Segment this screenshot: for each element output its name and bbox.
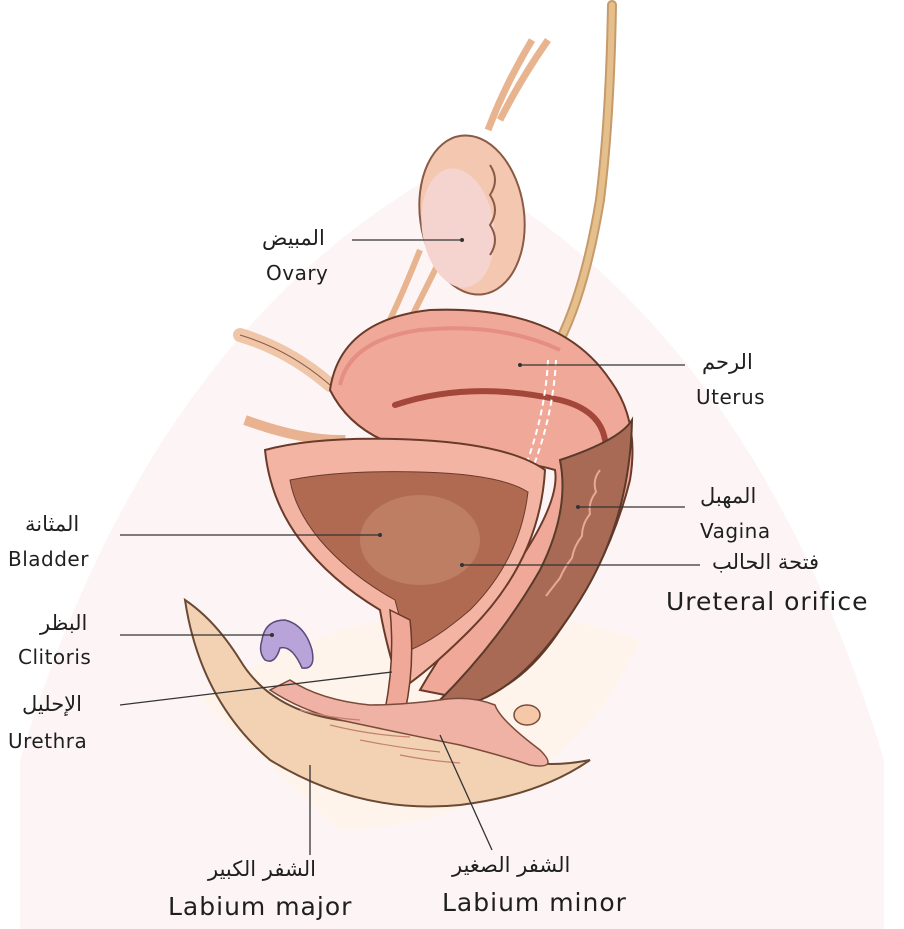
urethra-label-en: Urethra: [8, 730, 87, 753]
vagina-label-ar: المهبل: [700, 484, 756, 508]
urethra-label-ar: الإحليل: [22, 692, 82, 716]
labium-minor-label-en: Labium minor: [442, 889, 627, 918]
uterus-label-en: Uterus: [696, 386, 765, 409]
anus-nub: [514, 705, 540, 725]
clitoris-label-ar: البظر: [40, 611, 87, 635]
ovary-label-en: Ovary: [266, 262, 328, 285]
bladder-label-ar: المثانة: [25, 512, 79, 536]
ureteral-orifice-label-ar: فتحة الحالب: [712, 550, 819, 574]
bladder-label-en: Bladder: [8, 548, 89, 571]
clitoris-label-en: Clitoris: [18, 646, 91, 669]
labium-major-label-en: Labium major: [168, 893, 352, 922]
labium-major-label-ar: الشفر الكبير: [208, 857, 316, 881]
ovary-label-ar: المبيض: [262, 226, 325, 250]
vagina-label-en: Vagina: [700, 520, 771, 543]
ureteral-orifice-label-en: Ureteral orifice: [666, 588, 868, 617]
labium-minor-label-ar: الشفر الصغير: [452, 853, 570, 877]
bladder-highlight: [360, 495, 480, 585]
uterus-label-ar: الرحم: [702, 350, 753, 374]
fallopian-tube: [488, 40, 548, 130]
